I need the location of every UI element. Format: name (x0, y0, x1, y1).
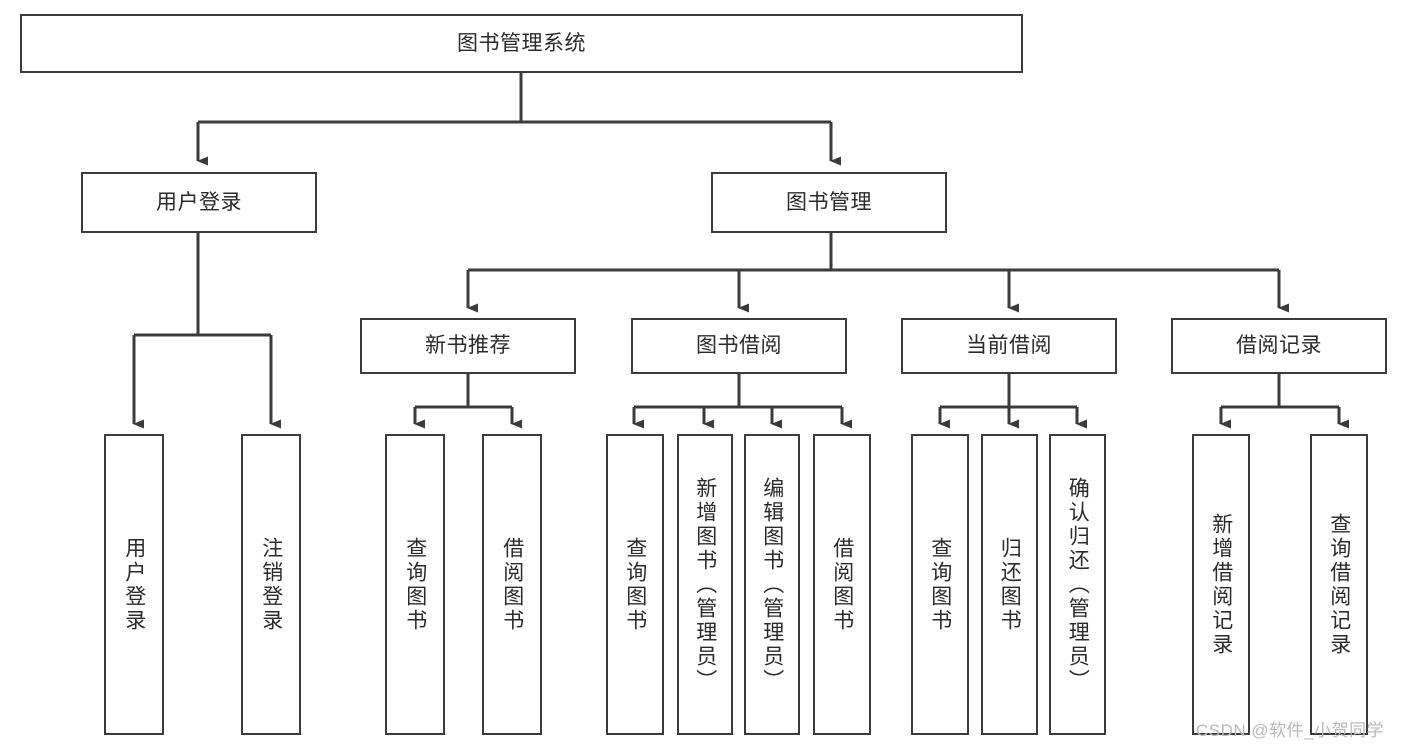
leaf-query-book-recommend[interactable]: 查询图书 (385, 434, 445, 735)
node-label: 查询借阅记录 (1327, 512, 1351, 657)
node-label: 编辑图书（管理员） (760, 476, 784, 693)
node-label: 用户登录 (122, 536, 146, 633)
node-book-borrow[interactable]: 图书借阅 (631, 318, 847, 374)
node-label: 图书借阅 (696, 334, 782, 358)
node-user-login[interactable]: 用户登录 (81, 172, 317, 233)
leaf-add-book-admin[interactable]: 新增图书（管理员） (677, 434, 733, 735)
leaf-confirm-return-admin[interactable]: 确认归还（管理员） (1049, 434, 1106, 735)
leaf-borrow-book[interactable]: 借阅图书 (813, 434, 871, 735)
node-label: 新增借阅记录 (1209, 512, 1233, 657)
node-label: 新书推荐 (425, 334, 511, 358)
leaf-query-book-borrow[interactable]: 查询图书 (606, 434, 664, 735)
node-label: 确认归还（管理员） (1066, 476, 1090, 693)
leaf-edit-book-admin[interactable]: 编辑图书（管理员） (744, 434, 800, 735)
node-label: 当前借阅 (966, 334, 1052, 358)
leaf-add-borrow-record[interactable]: 新增借阅记录 (1192, 434, 1250, 735)
node-label: 图书管理 (786, 190, 872, 214)
node-label: 查询图书 (623, 536, 647, 633)
node-label: 注销登录 (259, 536, 283, 633)
node-label: 新增图书（管理员） (693, 476, 717, 693)
node-label: 图书管理系统 (457, 31, 586, 55)
node-label: 用户登录 (156, 190, 242, 214)
leaf-borrow-book-recommend[interactable]: 借阅图书 (482, 434, 542, 735)
node-label: 借阅图书 (830, 536, 854, 633)
leaf-return-book[interactable]: 归还图书 (981, 434, 1038, 735)
leaf-user-login[interactable]: 用户登录 (104, 434, 164, 735)
node-new-book-recommend[interactable]: 新书推荐 (360, 318, 576, 374)
node-borrow-record[interactable]: 借阅记录 (1171, 318, 1387, 374)
node-current-borrow[interactable]: 当前借阅 (901, 318, 1117, 374)
csdn-watermark: CSDN @软件_小贺同学 (1196, 721, 1385, 740)
leaf-query-borrow-record[interactable]: 查询借阅记录 (1310, 434, 1368, 735)
leaf-logout-login[interactable]: 注销登录 (241, 434, 301, 735)
node-root-book-management-system[interactable]: 图书管理系统 (20, 14, 1023, 73)
node-label: 归还图书 (998, 536, 1022, 633)
node-label: 查询图书 (928, 536, 952, 633)
node-label: 查询图书 (403, 536, 427, 633)
leaf-query-book-current[interactable]: 查询图书 (911, 434, 969, 735)
node-book-management[interactable]: 图书管理 (711, 172, 947, 233)
node-label: 借阅图书 (500, 536, 524, 633)
node-label: 借阅记录 (1236, 334, 1322, 358)
